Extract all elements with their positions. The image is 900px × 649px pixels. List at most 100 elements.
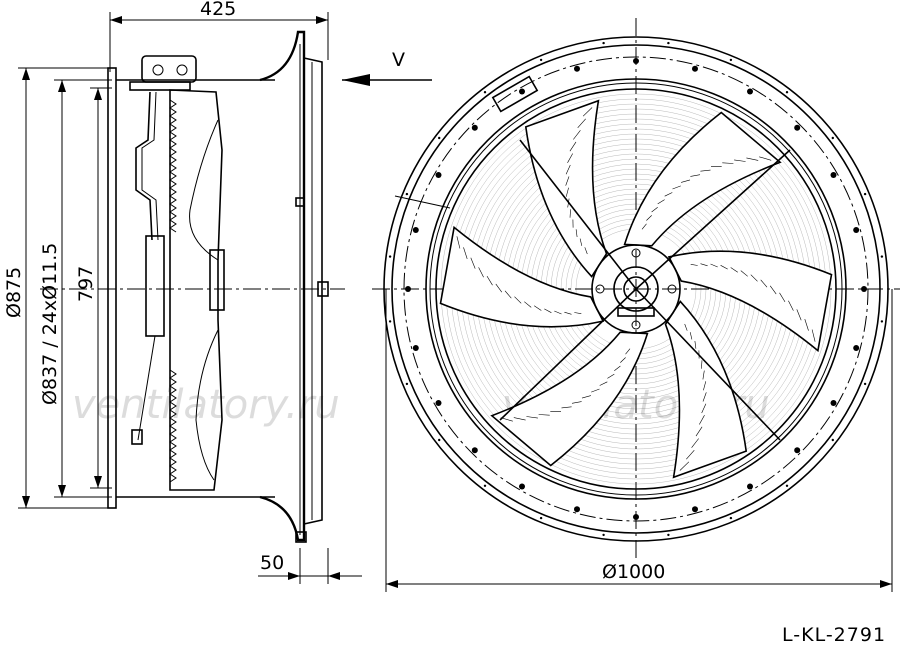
blade-serration: [804, 319, 809, 331]
side-view: 425 Ø875 Ø837 / 24xØ11.5 797: [3, 0, 345, 543]
bolt-hole: [471, 447, 478, 454]
bolt-hole: [794, 447, 801, 454]
blade-serration: [699, 415, 705, 425]
blade-serration: [620, 357, 626, 363]
bolt-hole: [633, 514, 639, 520]
blade-serration: [702, 392, 707, 402]
bolt-hole: [830, 172, 837, 178]
blade-serration: [759, 156, 772, 161]
ring-dot: [388, 320, 392, 323]
bolt-hole: [435, 400, 442, 406]
blade-serration: [702, 370, 705, 380]
blade-serration: [760, 279, 768, 288]
bolt-hole: [519, 483, 525, 490]
bolt-hole: [519, 88, 525, 95]
cable: [135, 91, 153, 241]
ring-dot: [880, 320, 884, 323]
bolt-hole: [412, 227, 419, 233]
blade-serration: [710, 263, 718, 268]
ring-dot: [539, 58, 543, 62]
view-label: V: [392, 49, 405, 71]
blade-serration: [569, 141, 577, 152]
blade-serration: [554, 310, 562, 315]
ring-dot: [438, 438, 441, 442]
blade-serration: [544, 308, 552, 313]
blade-serration: [657, 199, 665, 205]
blade-serration: [703, 381, 707, 391]
ring-dot: [667, 533, 670, 537]
blade-serration: [478, 267, 484, 278]
bolt-hole: [412, 345, 419, 351]
bolt-holes: [388, 41, 884, 537]
ring-dot: [602, 41, 605, 45]
blade-serration: [526, 416, 538, 419]
bolt-hole: [830, 400, 837, 406]
bolt-hole: [435, 172, 442, 178]
dim-guard-diameter: Ø1000: [602, 561, 665, 583]
blade-serration: [567, 153, 573, 163]
blade-serration: [565, 187, 569, 197]
ring-dot: [863, 382, 867, 386]
ring-dot: [880, 255, 884, 258]
guard-ring: [425, 78, 847, 500]
blade-serration: [691, 438, 699, 448]
blade-serration: [694, 340, 697, 349]
fan-blades: [439, 99, 833, 479]
blade-serration: [651, 207, 658, 213]
blade-serration: [495, 283, 503, 293]
ring-dot: [831, 136, 834, 140]
ring-dot: [602, 533, 605, 537]
blade-serration: [701, 360, 703, 369]
ring-dot: [539, 516, 543, 520]
blade-serration: [788, 300, 794, 311]
blade-serration: [571, 401, 582, 404]
motor-body: [169, 89, 223, 491]
bolt-hole: [747, 88, 753, 95]
blade-serration: [646, 215, 652, 221]
ring-dot: [785, 91, 789, 94]
blade-serration: [470, 257, 476, 269]
bolt-hole: [692, 506, 698, 513]
blade-serration: [565, 176, 570, 186]
blade-serration: [591, 388, 600, 393]
bolt-hole: [574, 65, 580, 72]
dim-flange-offset: 50: [260, 552, 284, 574]
blade-serration: [581, 395, 591, 399]
blade-serration: [679, 461, 690, 471]
blade-serration: [573, 130, 581, 140]
ring-dot: [863, 192, 867, 196]
blade-serration: [700, 169, 711, 172]
blade-serration: [486, 275, 493, 286]
blade-serration: [746, 157, 759, 161]
fan-blade: [667, 250, 833, 353]
blade-serration: [534, 305, 542, 311]
blade-serration: [686, 450, 695, 460]
blade-serration: [569, 209, 571, 218]
guard-struts: [499, 139, 791, 441]
blade-serration: [577, 118, 586, 128]
ring-dot: [405, 382, 409, 386]
blade-serration: [641, 223, 647, 230]
blade-serration: [684, 323, 688, 331]
outer-ring: [383, 36, 889, 542]
mount-bolt-bottom: [295, 531, 307, 543]
blade-serration: [564, 311, 572, 315]
ring-dot: [729, 516, 733, 520]
blade-serration: [538, 414, 550, 416]
ring-dot: [405, 192, 409, 196]
blade-serration: [750, 274, 758, 282]
ring-dot: [831, 438, 834, 442]
drawing-code: L-KL-2791: [782, 624, 886, 646]
dim-bolt-circle: Ø837 / 24xØ11.5: [39, 243, 61, 405]
fan-blade: [623, 111, 782, 247]
blade-serration: [720, 265, 728, 270]
blade-serration: [734, 159, 746, 162]
blade-serration: [565, 164, 571, 175]
mounting-plate: [107, 67, 117, 509]
fan-blade: [439, 225, 605, 328]
guard-wire: [440, 93, 832, 485]
bolt-hole: [794, 124, 801, 131]
dim-overall-depth: 425: [200, 0, 236, 20]
blade-serration: [574, 312, 582, 314]
bolt-hole: [692, 65, 698, 72]
